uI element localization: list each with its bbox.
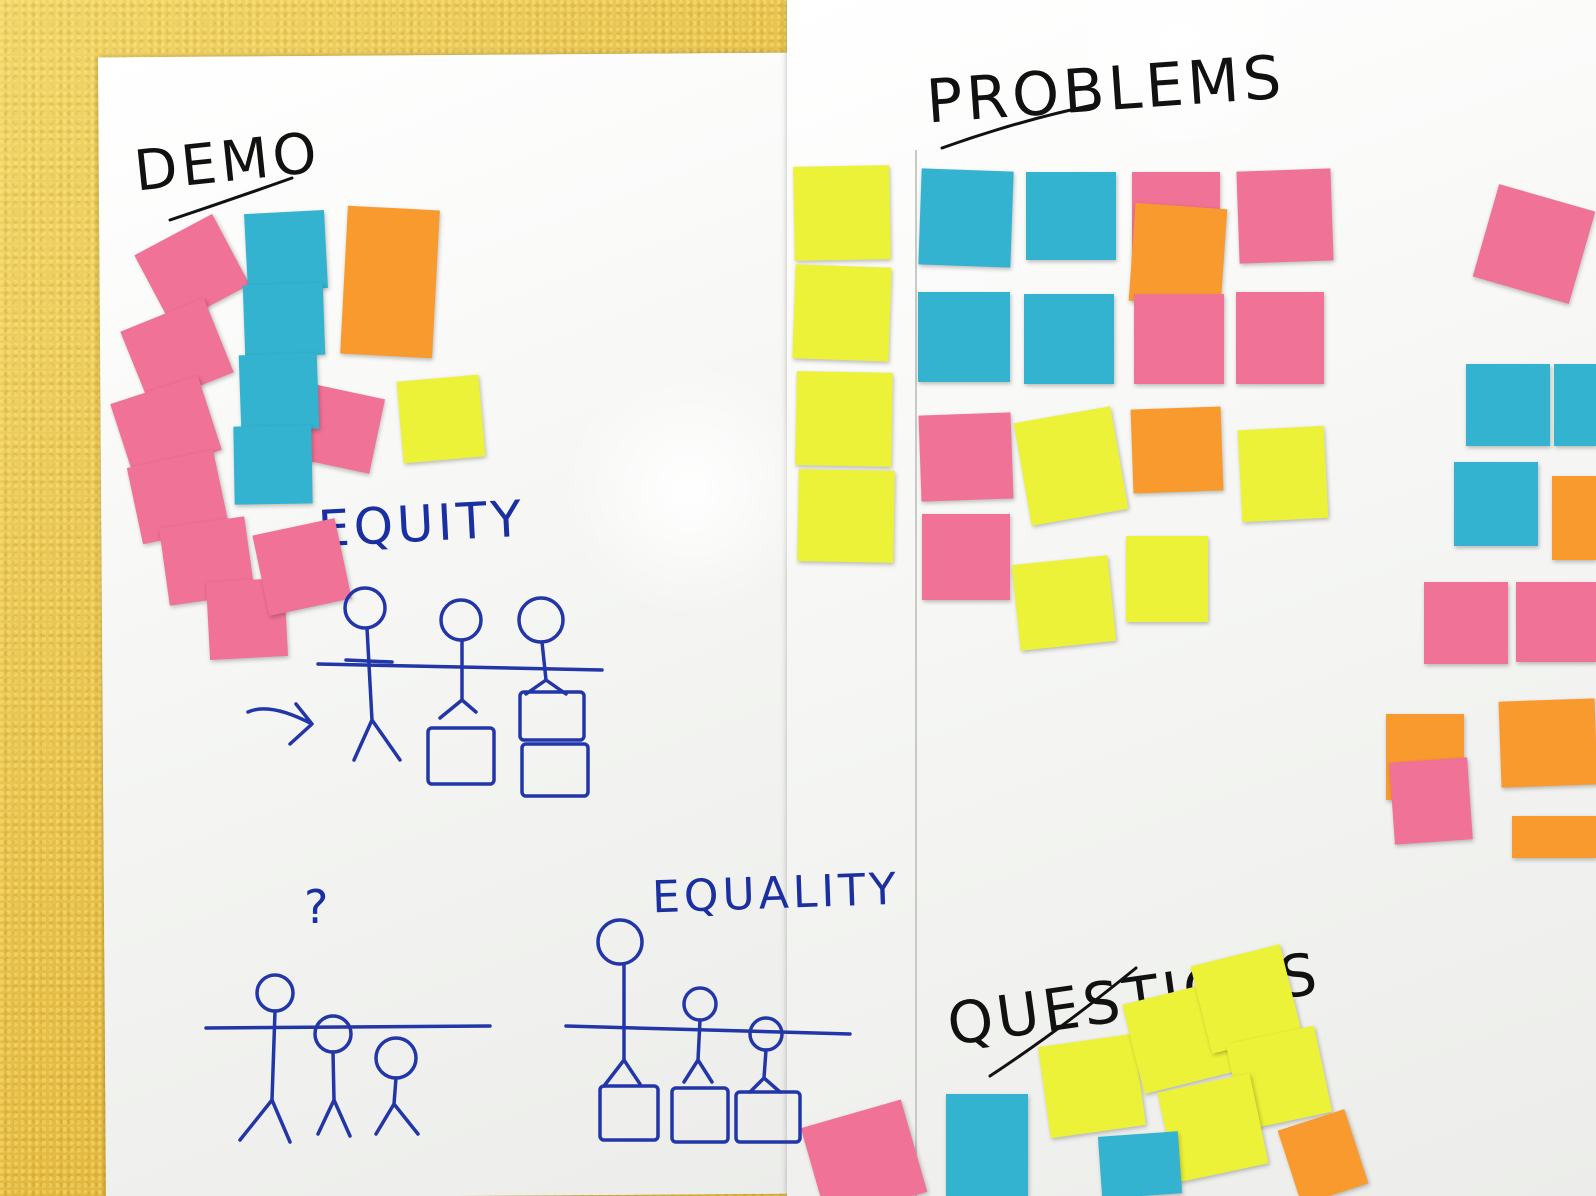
light-glare: [560, 360, 820, 620]
sticky-note-yellow: [1126, 536, 1208, 622]
sticky-note-blue: [238, 352, 320, 432]
sticky-note-yellow: [792, 264, 892, 362]
sticky-note-pink: [1424, 582, 1508, 664]
sticky-note-yellow: [793, 165, 891, 261]
sticky-note-pink: [1236, 292, 1324, 384]
sticky-note-pink: [922, 514, 1010, 600]
sticky-note-yellow: [1013, 406, 1129, 526]
sticky-note-pink: [1389, 757, 1473, 845]
sticky-note-orange: [340, 205, 440, 359]
question-mark: ?: [304, 880, 333, 934]
sticky-note-pink: [1134, 294, 1224, 384]
sticky-note-orange: [1512, 816, 1596, 858]
sticky-note-orange: [1552, 476, 1596, 560]
sticky-note-yellow: [1237, 425, 1329, 523]
sticky-note-orange: [1128, 202, 1228, 308]
sticky-note-yellow: [396, 374, 486, 464]
sticky-note-blue: [1026, 172, 1116, 260]
sticky-note-blue: [946, 1094, 1028, 1196]
sticky-note-blue: [1097, 1131, 1183, 1196]
sticky-note-pink: [918, 412, 1014, 502]
label-equality: EQUALITY: [651, 863, 901, 924]
sticky-note-blue: [233, 425, 313, 505]
sticky-note-blue: [918, 168, 1014, 268]
sticky-note-yellow: [797, 469, 895, 563]
sticky-note-blue: [244, 209, 328, 293]
sticky-note-blue: [1024, 294, 1114, 384]
sticky-note-pink: [252, 518, 352, 616]
board-seam: [915, 150, 917, 1196]
sticky-note-blue: [1554, 364, 1596, 446]
sticky-note-yellow: [1011, 555, 1117, 651]
sticky-note-blue: [1454, 462, 1538, 546]
sticky-note-pink: [1516, 582, 1596, 662]
sticky-note-blue: [918, 292, 1010, 382]
label-equity: EQUITY: [316, 489, 527, 559]
sticky-note-blue: [242, 282, 326, 358]
sticky-note-yellow: [795, 371, 893, 467]
sticky-note-yellow: [1038, 1033, 1146, 1139]
sticky-note-orange: [1498, 698, 1596, 788]
sticky-note-pink: [1236, 168, 1334, 264]
sticky-note-orange: [1130, 406, 1224, 494]
sticky-note-blue: [1466, 364, 1550, 446]
